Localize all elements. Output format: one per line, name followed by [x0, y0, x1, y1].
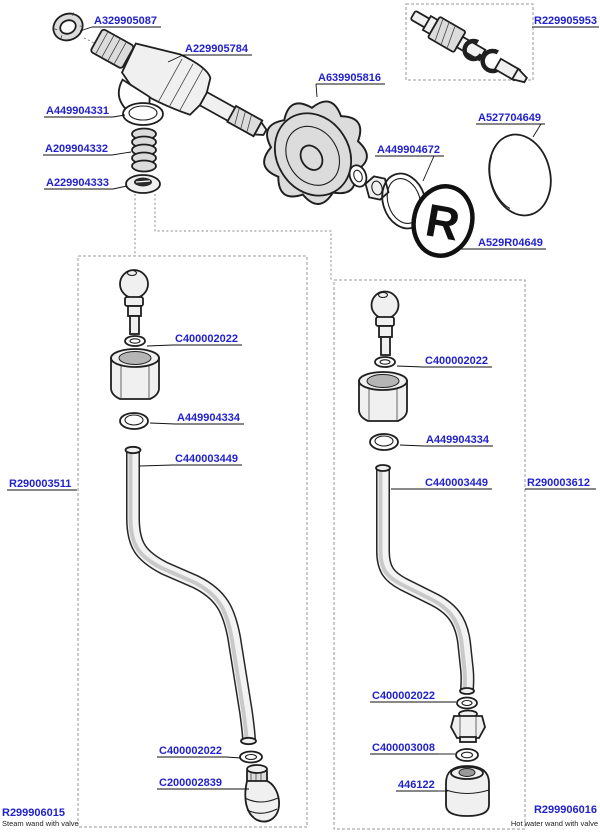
label-steam-tip-oring-bottom[interactable]: C400002022 [157, 745, 242, 759]
part-number-link[interactable]: A329905087 [94, 15, 157, 27]
label-water-oring-mid[interactable]: C400002022 [370, 690, 456, 703]
water-tip-oring-part [455, 748, 479, 762]
label-steam-tube[interactable]: C440003449 [139, 453, 242, 467]
label-steam-tip[interactable]: C200002839 [157, 777, 249, 790]
label-water-tip[interactable]: 446122 [396, 779, 448, 792]
part-number-link[interactable]: A449904334 [177, 412, 241, 424]
part-number-link[interactable]: C400003008 [372, 742, 435, 754]
label-water-gasket[interactable]: A449904334 [399, 434, 493, 447]
part-number-link[interactable]: A529R04649 [478, 237, 543, 249]
part-number-link[interactable]: R229905953 [534, 15, 597, 27]
collar-nut-part [52, 12, 84, 42]
water-wand-box [333, 279, 526, 830]
badge-part: R [411, 184, 475, 258]
steam-tip-oring-bottom-part [239, 750, 263, 764]
water-ball-joint-part [370, 290, 400, 356]
part-number-link[interactable]: A449904331 [46, 105, 109, 117]
label-water-tip-oring-top[interactable]: C400002022 [396, 355, 492, 368]
steam-gasket-part [119, 412, 149, 430]
part-number-link[interactable]: 446122 [398, 779, 435, 791]
water-assembly-footer[interactable]: R299906016 Hot water wand with valve [511, 804, 598, 828]
knob-nut-part [364, 175, 390, 201]
assembly-caption: Hot water wand with valve [511, 819, 598, 828]
label-knob-oring[interactable]: A449904672 [375, 144, 444, 182]
water-adapter-part [450, 709, 486, 743]
part-number-link[interactable]: A229905784 [185, 43, 249, 55]
part-number-link[interactable]: A449904334 [426, 434, 490, 446]
part-number-link[interactable]: C440003449 [175, 453, 238, 465]
water-tip-part [445, 765, 490, 817]
part-number-link[interactable]: A527704649 [478, 112, 541, 124]
label-water-tip-oring[interactable]: C400003008 [370, 742, 455, 755]
part-number-link[interactable]: A639905816 [318, 72, 381, 84]
steam-nut-part [110, 348, 160, 400]
label-steam-wand-kit[interactable]: R290003511 [7, 478, 77, 491]
steam-tip-part [244, 764, 280, 823]
label-badge[interactable]: A529R04649 [458, 237, 546, 250]
label-valve-body[interactable]: A229905784 [167, 43, 252, 63]
water-nut-part [358, 371, 408, 422]
label-valve-stem[interactable]: R229905953 [532, 15, 599, 28]
label-water-wand-kit[interactable]: R290003612 [525, 477, 596, 490]
assembly-number-link[interactable]: R299906015 [2, 807, 65, 819]
label-valve-oring[interactable]: A449904331 [44, 105, 126, 118]
valve-stem-part [410, 10, 528, 84]
label-spring[interactable]: A209904332 [43, 143, 132, 156]
part-number-link[interactable]: C200002839 [159, 777, 222, 789]
part-number-link[interactable]: C400002022 [159, 745, 222, 757]
steam-tube-part [124, 447, 257, 744]
water-tube-part [375, 465, 475, 694]
label-knob[interactable]: A639905816 [315, 72, 385, 98]
part-number-link[interactable]: A209904332 [45, 143, 108, 155]
knob-cap-part [488, 133, 552, 217]
knob-part [263, 100, 368, 205]
connector-right [154, 194, 332, 280]
part-number-link[interactable]: C400002022 [425, 355, 488, 367]
label-knob-cap[interactable]: A527704649 [476, 112, 545, 138]
part-number-link[interactable]: R290003612 [527, 477, 590, 489]
label-valve-seat[interactable]: A229904333 [44, 177, 128, 190]
steam-assembly-footer[interactable]: R299906015 Steam wand with valve [2, 807, 79, 828]
assembly-caption: Steam wand with valve [2, 819, 79, 828]
label-water-tube[interactable]: C440003449 [391, 477, 492, 490]
valve-oring-part [122, 102, 164, 126]
label-steam-gasket[interactable]: A449904334 [149, 412, 244, 425]
assembly-number-link[interactable]: R299906016 [534, 804, 597, 816]
label-collar-nut[interactable]: A329905087 [79, 15, 161, 32]
valve-stem-box [405, 3, 534, 81]
part-number-link[interactable]: C440003449 [425, 477, 488, 489]
part-number-link[interactable]: C400002022 [372, 690, 435, 702]
steam-ball-joint-part [119, 269, 149, 335]
valve-seat-part [125, 174, 161, 194]
part-number-link[interactable]: A229904333 [46, 177, 109, 189]
spring-part [131, 127, 157, 173]
part-number-link[interactable]: C400002022 [175, 333, 238, 345]
steam-tip-oring-top-part [124, 335, 146, 347]
water-gasket-part [369, 433, 399, 451]
water-tip-oring-top-part [374, 356, 396, 368]
label-steam-tip-oring-top[interactable]: C400002022 [146, 333, 242, 347]
knob-washer-part [348, 164, 368, 188]
part-number-link[interactable]: R290003511 [9, 478, 71, 490]
water-oring-mid-part [456, 696, 478, 710]
part-number-link[interactable]: A449904672 [377, 144, 440, 156]
